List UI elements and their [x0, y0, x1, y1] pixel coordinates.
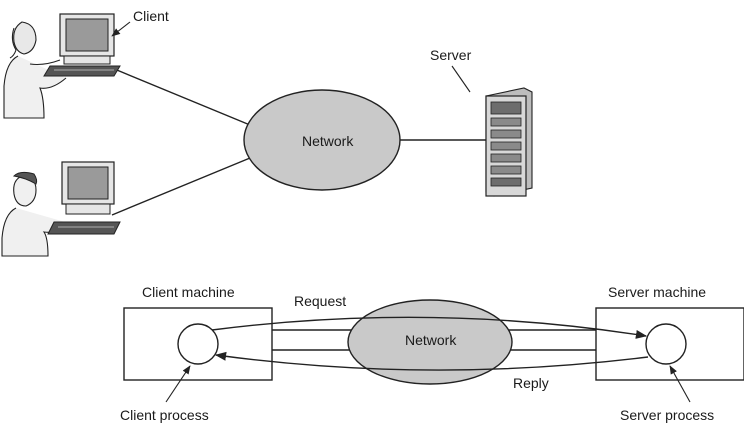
server-tower: Server — [430, 47, 533, 197]
client-process-circle — [177, 323, 219, 365]
client-process-label: Client process — [120, 407, 209, 423]
top-network-label: Network — [302, 133, 354, 149]
reply-arrow — [214, 351, 649, 371]
client-label: Client — [133, 8, 169, 24]
server-process-pointer — [669, 365, 691, 403]
server-machine-label: Server machine — [608, 284, 706, 300]
server-process-circle — [645, 323, 687, 365]
reply-label: Reply — [513, 375, 549, 391]
client-machine-label: Client machine — [142, 284, 235, 300]
request-label: Request — [294, 293, 346, 309]
server-pointer-line — [451, 65, 471, 93]
client2-network-link — [111, 157, 251, 216]
server-process-label: Server process — [620, 407, 714, 423]
client-process-pointer — [165, 365, 191, 403]
person-icon — [1, 171, 73, 257]
client1-network-link — [111, 67, 251, 126]
client-pointer-line — [111, 21, 131, 37]
client-workstation-1: Client — [3, 8, 169, 119]
request-arrow — [211, 316, 648, 339]
bottom-network-label: Network — [405, 332, 457, 348]
bottom-network-cloud — [347, 299, 513, 385]
computer-icon — [47, 161, 121, 235]
client-workstation-2 — [1, 161, 121, 257]
bottom-request-reply-diagram: Client machine Server machine Network Re… — [120, 284, 744, 423]
top-network-cloud — [243, 89, 401, 191]
computer-icon — [43, 13, 121, 77]
server-icon — [485, 87, 533, 197]
server-label: Server — [430, 47, 472, 63]
top-network-diagram: Network Client — [1, 8, 533, 257]
